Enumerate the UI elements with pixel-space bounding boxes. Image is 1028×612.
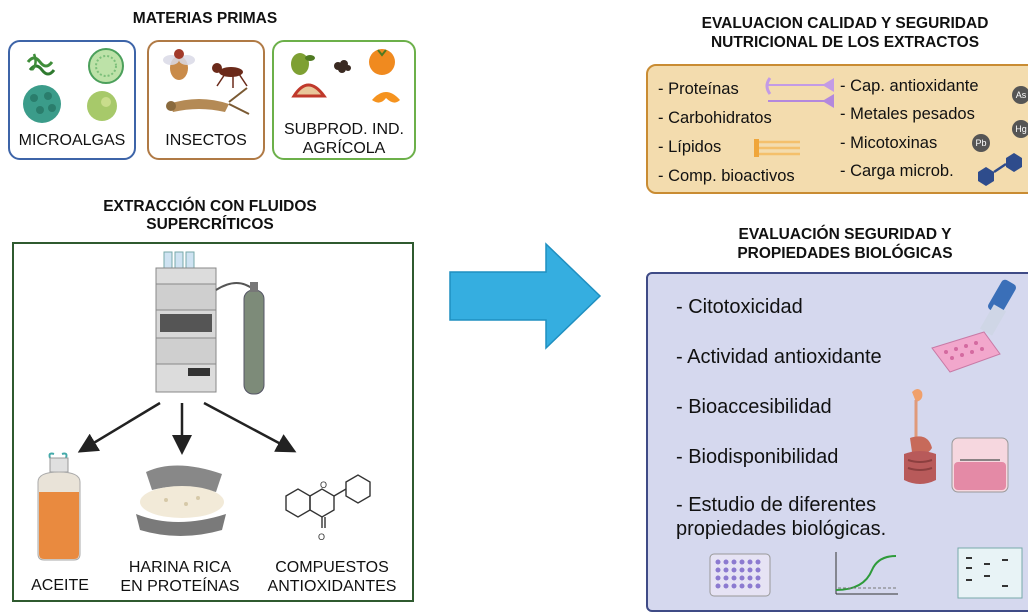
antiox-label-1: COMPUESTOS [275,559,389,576]
bio-item-cytotoxicity: - Citotoxicidad [676,296,803,318]
quality-item-antioxidant: - Cap. antioxidante [840,77,979,95]
agri-byproducts-icon [291,49,400,103]
well-plate-icon [709,553,771,597]
quality-item-lipids: - Lípidos [658,138,722,156]
svg-text:O: O [320,480,327,490]
insects-label: INSECTOS [165,132,247,149]
digestive-tract-icon [904,389,936,484]
transwell-icon [951,437,1009,493]
antiox-label-2: ANTIOXIDANTES [267,578,397,595]
mercury-badge: Hg [1012,120,1028,138]
flavone-structure-icon: O O [285,474,371,542]
quality-item-carbohydrates: - Carbohidratos [658,109,772,127]
agri-byproducts-label-1: SUBPROD. IND. [283,121,404,138]
extraction-arrows [77,401,297,455]
quality-box [646,64,1028,194]
pipette-plate-icon [931,279,1016,373]
bio-item-bioaccessibility: - Bioaccesibilidad [676,396,832,418]
mycotoxin-molecule-icon [978,153,1022,186]
lipid-icon [754,139,800,157]
raw-materials-title: MATERIAS PRIMAS [132,10,278,27]
arsenic-badge: As [1012,86,1028,104]
microalgae-label: MICROALGAS [18,132,126,149]
agri-byproducts-box [272,40,416,160]
quality-item-bioactive: - Comp. bioactivos [658,167,795,185]
quality-item-microbial-load: - Carga microb. [840,162,954,180]
biological-title-2: PROPIEDADES BIOLÓGICAS [737,245,953,262]
amplification-curve-icon [835,552,898,595]
oil-bottle-icon [37,452,81,561]
flow-arrow [449,242,602,350]
insects-box [147,40,265,160]
quality-item-heavy-metals: - Metales pesados [840,105,975,123]
bio-item-study-1: - Estudio de diferentes [676,494,877,516]
protein-flour-label-1: HARINA RICA [128,559,232,576]
insects-icon [163,49,250,115]
quality-item-proteins: - Proteínas [658,80,739,98]
quality-title-1: EVALUACION CALIDAD Y SEGURIDAD [701,15,989,32]
svg-text:O: O [318,532,325,542]
microalgae-icon [23,48,124,123]
bio-item-bioavailability: - Biodisponibilidad [676,446,839,468]
protein-flour-label-2: EN PROTEÍNAS [120,578,240,595]
agri-byproducts-label-2: AGRÍCOLA [302,140,386,157]
sfe-equipment-icon [155,251,265,395]
quality-title-2: NUTRICIONAL DE LOS EXTRACTOS [710,34,980,51]
oil-label: ACEITE [31,577,89,594]
protein-ribbon-icon [765,77,834,108]
gel-electrophoresis-icon [957,547,1023,599]
microalgae-box [8,40,136,160]
lead-badge: Pb [972,134,990,152]
quality-item-mycotoxins: - Micotoxinas [840,134,938,152]
extraction-title-2: SUPERCRÍTICOS [146,216,274,233]
protein-flour-icon [136,465,226,536]
bio-item-study-2: propiedades biológicas. [676,518,887,540]
biological-title-1: EVALUACIÓN SEGURIDAD Y [738,226,952,243]
bio-item-antioxidant-activity: - Actividad antioxidante [676,346,882,368]
extraction-title-1: EXTRACCIÓN CON FLUIDOS [103,198,317,215]
